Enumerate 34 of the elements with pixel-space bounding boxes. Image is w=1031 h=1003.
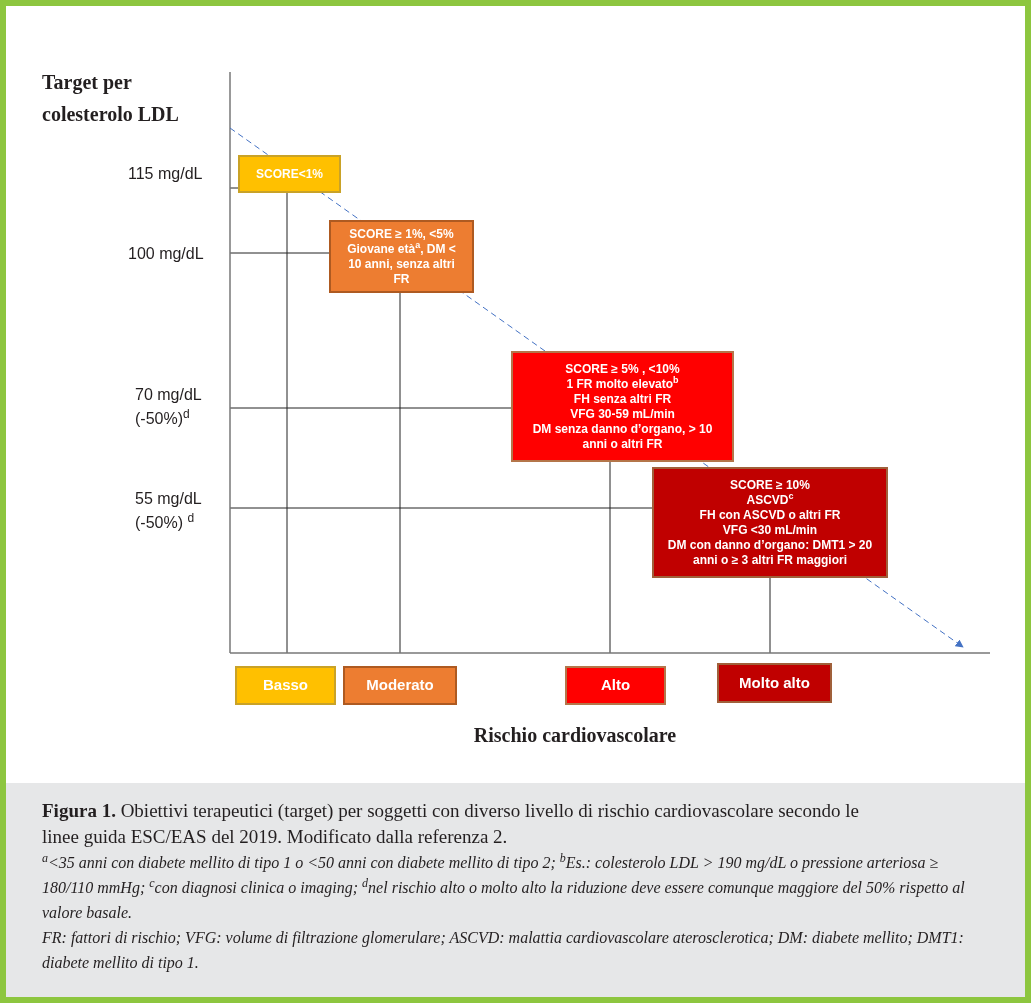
- tick-label: 100 mg/dL: [128, 244, 205, 264]
- category-box: [343, 666, 457, 705]
- box-text: SCORE ≥ 5% , <10%: [565, 361, 680, 376]
- tick-label: 55 mg/dL (-50%) $^{d}$: [135, 489, 203, 533]
- tick-label: 70 mg/dL (-50%)$^{d}$: [135, 385, 203, 429]
- category-box: [565, 666, 666, 705]
- box-text: SCORE ≥ 10%: [730, 477, 810, 493]
- box-text: VFG <30 mL/min: [722, 522, 818, 538]
- box-text: Alto: [600, 676, 631, 695]
- box-text: Molto alto: [739, 673, 810, 693]
- box-text: FH senza altri FR: [573, 391, 672, 407]
- axis-title: Rischio cardiovascolare: [472, 723, 678, 748]
- box-text: SCORE<1%: [256, 166, 323, 182]
- risk-box: [329, 220, 474, 293]
- footnote-text: $^{a}$<35 anni con diabete mellito di tipo 1 o <50 anni con diabete mellito di tipo 2; $^{b}$Es.: colesterolo LDL > 190 mg/dL o pressione arteriosa ≥ 180/110 mmHg; $^{c}$con diagnosi clinica o imaging; $^{d}$nel rischio alto o molto alto la riduzione deve essere comunque maggiore del 50% rispetto al valore basale.: [42, 850, 966, 923]
- box-text: Giovane età$^{a}$, DM < 10 anni, senza altri FR: [346, 241, 457, 287]
- box-text: ASCVD$^{c}$: [746, 492, 794, 508]
- risk-box: [511, 351, 734, 462]
- box-text: DM con danno d’organo: DMT1 > 20 anni o ≥ 3 altri FR maggiori: [666, 537, 874, 568]
- axis-title: Target per colesterolo LDL: [42, 70, 180, 127]
- tick-label: 115 mg/dL: [128, 164, 204, 184]
- box-text: Moderato: [366, 676, 434, 695]
- box-text: 1 FR molto elevato$^{b}$: [566, 376, 679, 392]
- risk-box: [652, 467, 888, 578]
- risk-box: [238, 155, 341, 193]
- box-text: FH con ASCVD o altri FR: [699, 507, 841, 523]
- category-box: [235, 666, 336, 705]
- box-text: Basso: [263, 676, 308, 695]
- figure-caption: Figura 1. Obiettivi terapeutici (target) per soggetti con diverso livello di rischio cardiovascolare secondo le linee guida ESC/EAS del 2019. Modificato dalla referenza 2.: [42, 799, 860, 849]
- footnote-text: FR: fattori di rischio; VFG: volume di filtrazione glomerulare; ASCVD: malattia cardiovascolare aterosclerotica; DM: diabete mellito; DMT1: diabete mellito di tipo 1.: [42, 928, 965, 974]
- box-text: SCORE ≥ 1%, <5%: [349, 226, 454, 242]
- category-box: [717, 663, 832, 703]
- box-text: VFG 30-59 mL/min: [570, 406, 675, 422]
- box-text: DM senza danno d’organo, > 10 anni o altri FR: [531, 421, 714, 452]
